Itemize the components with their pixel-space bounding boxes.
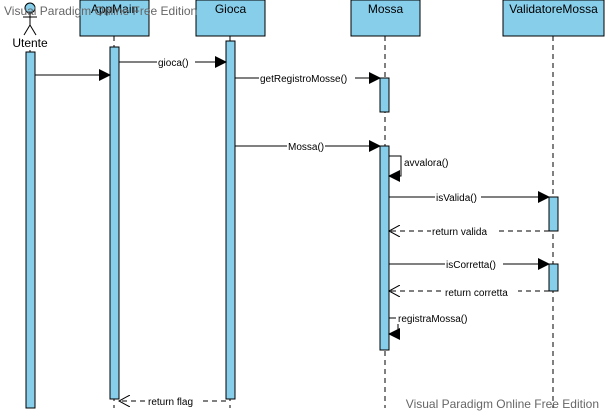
message-label-mossa: Mossa() xyxy=(288,142,324,153)
return-label-flag: return flag xyxy=(148,397,193,408)
lifeline-label-validatore: ValidatoreMossa xyxy=(509,2,598,16)
activation-gioca xyxy=(225,40,236,400)
watermark-top: Visual Paradigm Online Free Edition xyxy=(4,4,197,18)
return-label-corretta: return corretta xyxy=(445,288,508,299)
lifeline-box-appmain[interactable] xyxy=(79,0,150,37)
message-label-iscorretta: isCorretta() xyxy=(446,260,496,271)
return-label-valida: return valida xyxy=(432,227,487,238)
message-arrow-avvalora xyxy=(388,155,402,182)
message-label-avvalora: avvalora() xyxy=(404,158,448,169)
lifeline-box-validatore[interactable] xyxy=(502,0,605,37)
message-label-registramossa: registraMossa() xyxy=(398,314,467,325)
lifeline-box-gioca[interactable] xyxy=(195,0,266,37)
activation-mossa-2 xyxy=(379,145,390,351)
lifeline-label-mossa: Mossa xyxy=(368,2,404,16)
lifeline-label-appmain: AppMain xyxy=(91,2,138,16)
message-label-getregistromosse: getRegistroMosse() xyxy=(260,74,347,85)
lifeline-box-mossa[interactable] xyxy=(350,0,421,37)
actor-utente xyxy=(23,2,37,36)
activation-utente xyxy=(25,51,36,409)
message-label-isvalida: isValida() xyxy=(436,193,477,204)
activation-mossa-1 xyxy=(379,77,390,113)
activation-appmain xyxy=(109,46,120,400)
message-arrow-registramossa xyxy=(388,317,400,340)
lifeline-label-gioca: Gioca xyxy=(215,2,247,16)
activation-validatore-2 xyxy=(548,263,559,292)
message-label-gioca: gioca() xyxy=(158,58,189,69)
actor-label-utente: Utente xyxy=(12,36,48,50)
watermark-bottom: Visual Paradigm Online Free Edition xyxy=(406,397,599,411)
activation-validatore-1 xyxy=(548,196,559,232)
